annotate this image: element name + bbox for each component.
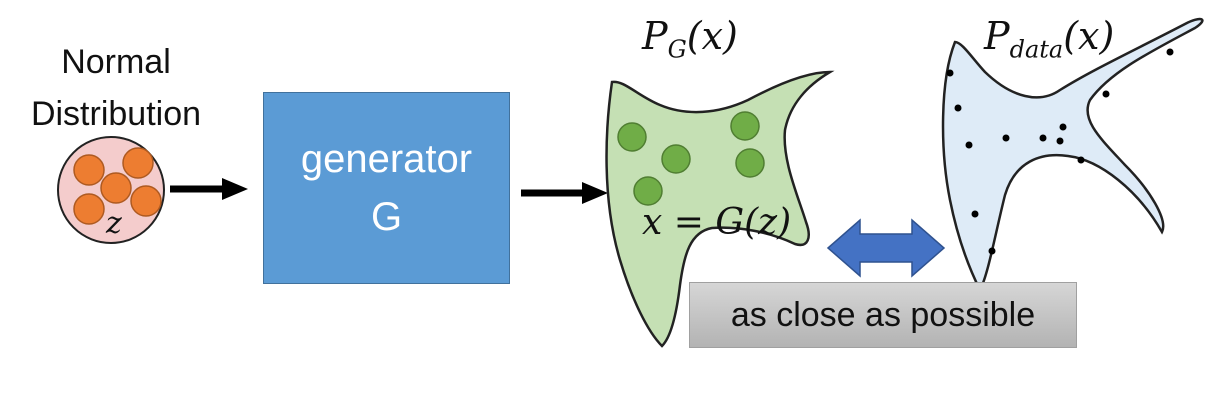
generator-label: generator bbox=[300, 137, 473, 181]
double-arrow bbox=[826, 218, 946, 278]
normal-distribution-label: Normal Distribution bbox=[10, 36, 222, 140]
pg-distribution-shape bbox=[605, 70, 835, 348]
pdata-main: P bbox=[984, 14, 1010, 58]
data-point bbox=[1059, 123, 1067, 131]
arrow-to-pg-head bbox=[582, 182, 608, 204]
pg-label: PG(x) bbox=[642, 14, 738, 64]
normal-label-line1: Normal bbox=[61, 43, 171, 81]
data-point bbox=[971, 210, 979, 218]
generator-symbol: G bbox=[370, 195, 403, 239]
data-point bbox=[1077, 156, 1085, 164]
data-point bbox=[1166, 48, 1174, 56]
data-point bbox=[988, 247, 996, 255]
sample-dot bbox=[73, 154, 105, 186]
generated-sample bbox=[730, 111, 760, 141]
data-point bbox=[1102, 90, 1110, 98]
pdata-arg: (x) bbox=[1063, 14, 1115, 58]
data-point bbox=[1039, 134, 1047, 142]
pdata-subscript: data bbox=[1009, 35, 1064, 64]
data-point bbox=[954, 104, 962, 112]
data-point bbox=[946, 69, 954, 77]
generated-sample bbox=[661, 144, 691, 174]
arrow-to-generator-head bbox=[222, 178, 248, 200]
sample-dot bbox=[130, 185, 162, 217]
pg-arg: (x) bbox=[686, 14, 738, 58]
data-point bbox=[1056, 137, 1064, 145]
comparison-box: as close as possible bbox=[689, 282, 1077, 348]
data-point bbox=[965, 141, 973, 149]
sample-dot bbox=[73, 193, 105, 225]
pg-subscript: G bbox=[667, 35, 687, 64]
generated-sample bbox=[633, 176, 663, 206]
pg-main: P bbox=[642, 14, 668, 58]
comparison-text: as close as possible bbox=[730, 295, 1036, 334]
sample-dot bbox=[100, 172, 132, 204]
data-point bbox=[1002, 134, 1010, 142]
latent-variable-label: z bbox=[106, 206, 122, 241]
pdata-label: Pdata(x) bbox=[984, 14, 1114, 64]
normal-label-line2: Distribution bbox=[30, 95, 202, 133]
generator-box: generator G bbox=[263, 92, 510, 284]
mapping-formula: x = G(z) bbox=[642, 202, 792, 243]
generated-sample bbox=[617, 122, 647, 152]
sample-dot bbox=[122, 147, 154, 179]
generated-sample bbox=[735, 148, 765, 178]
